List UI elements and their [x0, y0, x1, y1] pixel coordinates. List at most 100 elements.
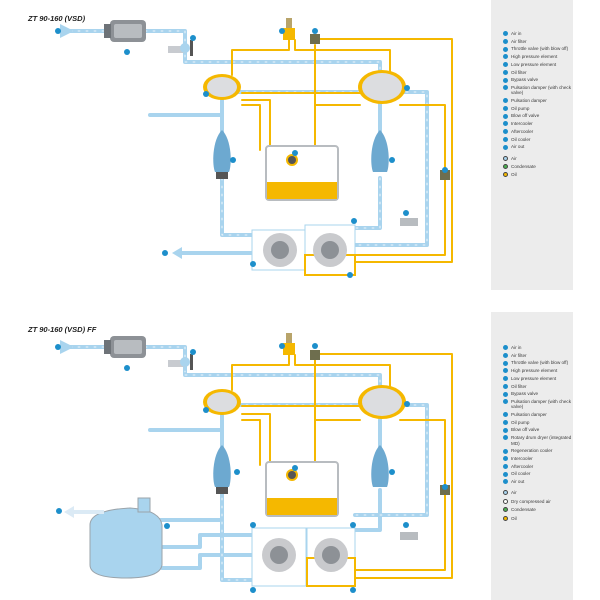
marker-icon — [503, 376, 508, 382]
legend-item: Low pressure element — [503, 376, 573, 382]
flow-key-item: Air — [503, 490, 573, 496]
intercooler — [251, 229, 309, 271]
legend-item: Air filter — [503, 39, 573, 44]
legend-item: Blow off valve — [503, 427, 573, 433]
legend-item: Oil filter — [503, 70, 573, 75]
legend-item: Air filter — [503, 353, 573, 358]
marker-icon — [503, 54, 508, 60]
legend-item: Oil pump — [503, 106, 573, 112]
marker-icon — [503, 345, 508, 351]
marker-icon — [503, 353, 508, 358]
air-filter — [104, 336, 146, 358]
diagram-title-vsd-ff: ZT 90-160 (VSD) FF — [28, 325, 97, 334]
legend-item: Bypass valve — [503, 391, 573, 397]
flow-key-vsd-ff: Air Dry compressed air Condensate Oil — [491, 490, 573, 521]
marker-icon — [503, 391, 508, 397]
marker-icon — [503, 456, 508, 462]
marker-icon — [503, 85, 508, 91]
legend-item: Air out — [503, 479, 573, 485]
pulsation-damper-check-valve — [213, 445, 231, 487]
flow-key-item: Dry compressed air — [503, 498, 573, 504]
marker-icon — [503, 471, 508, 477]
marker-icon — [503, 31, 508, 37]
bypass-valve — [310, 350, 320, 360]
marker-icon — [503, 136, 508, 142]
air-inlet-funnel — [60, 24, 72, 38]
marker-icon — [503, 46, 508, 52]
marker-icon — [503, 399, 508, 405]
legend-item: Pulsation damper — [503, 412, 573, 418]
oil-swatch-icon — [503, 172, 508, 178]
marker-icon — [503, 69, 508, 75]
air-filter — [104, 20, 146, 42]
intercooler-aftercooler — [306, 527, 356, 587]
component-markers — [55, 28, 448, 278]
oil-swatch-icon — [503, 515, 508, 521]
marker-icon — [503, 420, 508, 426]
marker-icon — [503, 39, 508, 44]
component-markers — [55, 343, 448, 593]
marker-icon — [503, 106, 508, 112]
legend-item: Bypass valve — [503, 77, 573, 83]
legend-item: Pulsation damper — [503, 98, 573, 104]
marker-icon — [503, 427, 508, 433]
legend-item: Oil cooler — [503, 471, 573, 477]
legend-item: Oil cooler — [503, 137, 573, 142]
component-legend-vsd-ff: Air in Air filter Throttle valve (with b… — [491, 312, 573, 485]
air-swatch-icon — [503, 490, 508, 496]
flow-diagram-vsd — [55, 18, 453, 278]
throttle-valve — [168, 354, 193, 370]
flow-key-item: Oil — [503, 515, 573, 521]
legend-item: Oil pump — [503, 420, 573, 426]
air-out-arrow — [172, 247, 182, 259]
legend-item: Air out — [503, 144, 573, 150]
marker-icon — [503, 360, 508, 366]
flow-key-item: Oil — [503, 172, 573, 178]
marker-icon — [503, 448, 508, 454]
marker-icon — [503, 412, 508, 418]
flow-key-item: Air — [503, 155, 573, 161]
legend-item: Pulsation damper (with check valve) — [503, 85, 573, 96]
marker-icon — [503, 479, 508, 485]
pulsation-damper-check-valve — [213, 130, 231, 172]
marker-icon — [503, 62, 508, 68]
aftercooler — [304, 224, 356, 276]
rotary-drum-dryer — [89, 497, 163, 579]
dry-air-swatch-icon — [503, 498, 508, 504]
air-inlet-funnel — [60, 340, 72, 354]
marker-icon — [503, 113, 508, 119]
legend-item: Aftercooler — [503, 129, 573, 135]
air-swatch-icon — [503, 155, 508, 161]
oil-filter — [283, 343, 295, 355]
regeneration-cooler — [251, 527, 307, 587]
legend-item: Intercooler — [503, 121, 573, 127]
legend-item: Aftercooler — [503, 464, 573, 469]
marker-icon — [503, 463, 508, 469]
flow-key-item: Condensate — [503, 507, 573, 513]
pulsation-damper — [371, 445, 389, 487]
oil-cooler-valve — [440, 170, 450, 180]
condensate-swatch-icon — [503, 164, 508, 170]
legend-item: Throttle valve (with blow off) — [503, 360, 573, 366]
marker-icon — [503, 98, 508, 104]
marker-icon — [503, 368, 508, 374]
legend-item: Oil filter — [503, 384, 573, 389]
legend-item: High pressure element — [503, 54, 573, 60]
pulsation-damper — [371, 130, 389, 172]
flow-diagram-vsd-ff — [55, 333, 453, 593]
marker-icon — [503, 144, 508, 150]
legend-item: Regeneration cooler — [503, 448, 573, 454]
legend-item: Intercooler — [503, 456, 573, 462]
flow-key-item: Condensate — [503, 164, 573, 170]
diagram-title-vsd: ZT 90-160 (VSD) — [28, 14, 86, 23]
flow-key-vsd: Air Condensate Oil — [491, 155, 573, 178]
air-pipes — [68, 29, 429, 255]
legend-item: Low pressure element — [503, 62, 573, 68]
marker-icon — [503, 129, 508, 135]
component-legend-vsd: Air in Air filter Throttle valve (with b… — [491, 0, 573, 150]
marker-icon — [503, 77, 508, 83]
legend-item: Air in — [503, 31, 573, 37]
marker-icon — [503, 121, 508, 127]
legend-panel-vsd-ff: Air in Air filter Throttle valve (with b… — [491, 312, 573, 600]
throttle-valve — [168, 40, 193, 56]
